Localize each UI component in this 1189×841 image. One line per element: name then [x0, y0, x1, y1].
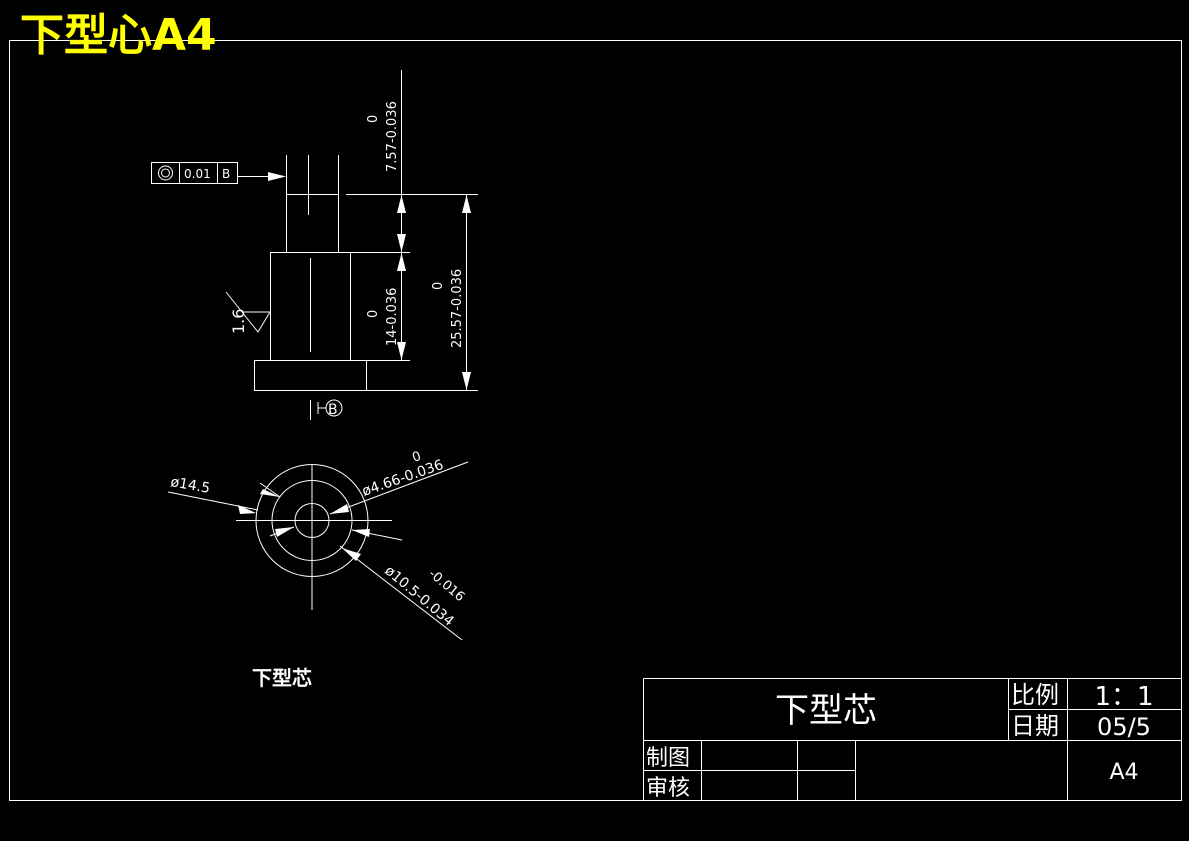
datum-label: B [328, 402, 338, 418]
drawn-label: 制图 [646, 746, 690, 771]
dim-body-lower: 14-0.036 [385, 288, 400, 346]
dim-bore-lower: ø4.66-0.036 [360, 457, 446, 500]
feature-control-frame: 0.01 B [151, 162, 286, 184]
scale-label: 比例 [1011, 681, 1059, 709]
title-block: 下型芯 比例 1：1 日期 05/5 制图 审核 A4 [643, 678, 1181, 801]
fcf-datum: B [222, 167, 230, 181]
date-label: 日期 [1011, 712, 1059, 740]
dim-mid-lower: ø10.5-0.034 [381, 563, 456, 630]
dimension-outer-diameter: ø14.5 [167, 474, 281, 514]
surface-finish-value: 1.6 [229, 309, 248, 334]
concentricity-icon [158, 165, 173, 181]
dimension-total-length: 0 25.57-0.036 [431, 195, 471, 390]
dimension-mid-diameter: -0.016 ø10.5-0.034 [339, 529, 467, 641]
date-value: 05/5 [1097, 713, 1151, 741]
dimension-body-length: 0 14-0.036 [366, 253, 406, 360]
dimension-bore-diameter: 0 ø4.66-0.036 [269, 449, 469, 537]
sheet-size: A4 [1109, 760, 1138, 785]
dim-total-upper: 0 [431, 282, 446, 290]
sheet-border [9, 40, 1182, 801]
checked-label: 审核 [646, 776, 690, 801]
surface-finish-symbol: 1.6 [225, 291, 271, 334]
dim-top-lower: 7.57-0.036 [385, 101, 400, 172]
fcf-tolerance: 0.01 [184, 167, 211, 181]
dim-outer-dia: ø14.5 [169, 474, 211, 497]
part-caption: 下型芯 [252, 666, 312, 690]
top-view [236, 464, 392, 610]
scale-value: 1：1 [1094, 682, 1153, 712]
title-block-name: 下型芯 [775, 691, 877, 731]
drawing-heading: 下型心A4 [20, 10, 217, 61]
dimension-top-length: 0 7.57-0.036 [346, 70, 478, 253]
dim-top-upper: 0 [366, 115, 381, 123]
front-view [254, 155, 478, 420]
dim-total-lower: 25.57-0.036 [450, 269, 465, 348]
datum-marker: B [325, 399, 343, 418]
dim-body-upper: 0 [366, 310, 381, 318]
